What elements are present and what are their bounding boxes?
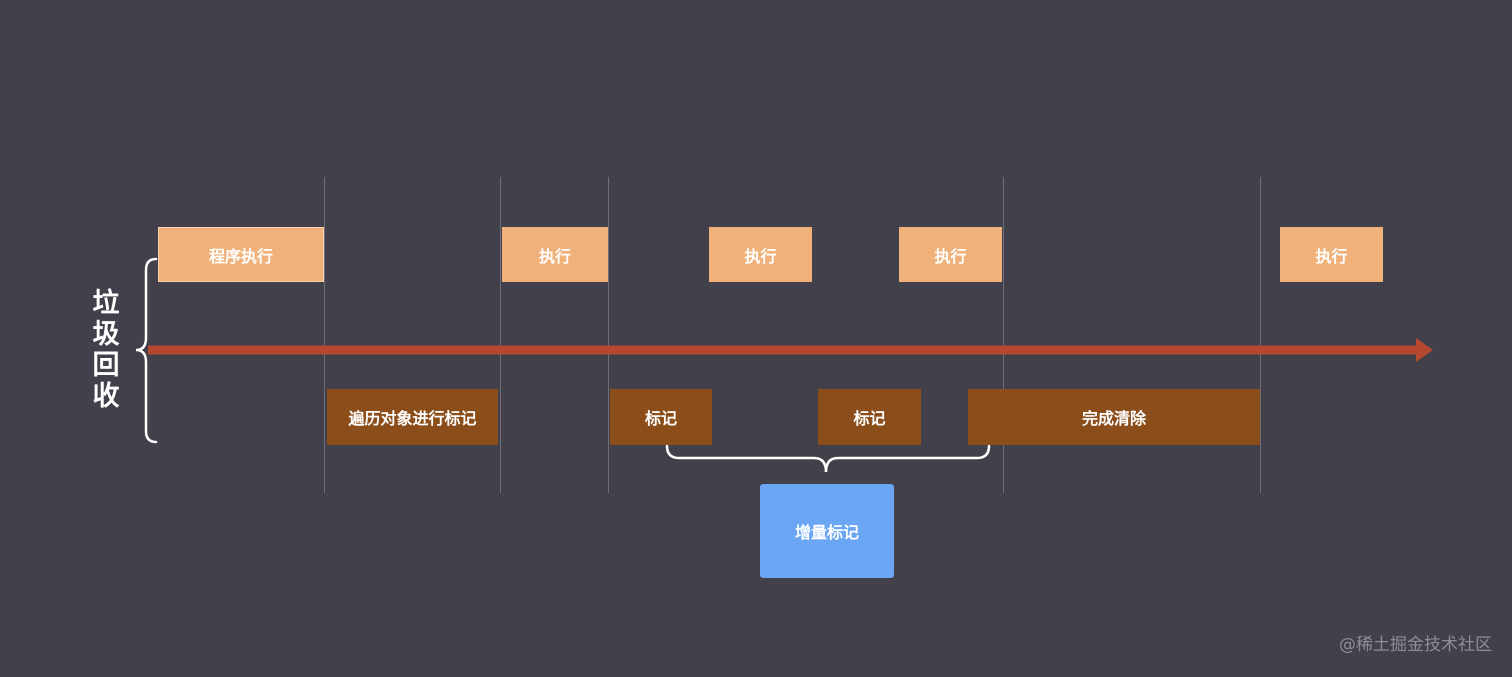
side-label-char: 垃	[92, 288, 120, 319]
timeline-arrow-head	[1416, 338, 1433, 362]
program-block-label: 执行	[538, 246, 571, 266]
program-block-label: 执行	[1315, 246, 1348, 266]
gc-block-label: 完成清除	[1081, 409, 1146, 428]
gc-block-label: 遍历对象进行标记	[348, 409, 477, 428]
side-label: 垃 圾 回 收	[86, 288, 126, 412]
program-block: 程序执行	[158, 227, 324, 282]
gc-block: 完成清除	[968, 389, 1260, 445]
phase-divider	[1260, 177, 1261, 493]
incremental-marking-box: 增量标记	[760, 484, 894, 578]
side-label-char: 圾	[92, 319, 120, 350]
left-brace	[135, 257, 158, 444]
gc-block-label: 标记	[853, 409, 886, 428]
gc-block: 标记	[610, 389, 712, 445]
gc-block-label: 标记	[644, 409, 677, 428]
phase-divider	[608, 177, 609, 493]
program-block-label: 程序执行	[208, 246, 273, 266]
side-label-char: 收	[92, 381, 120, 412]
gc-block: 标记	[818, 389, 921, 445]
incremental-marking-label: 增量标记	[794, 523, 859, 542]
program-block-label: 执行	[934, 246, 967, 266]
program-block: 执行	[502, 227, 608, 282]
gc-block: 遍历对象进行标记	[327, 389, 498, 445]
program-block: 执行	[899, 227, 1002, 282]
program-block: 执行	[709, 227, 812, 282]
phase-divider	[324, 177, 325, 493]
program-block: 执行	[1280, 227, 1383, 282]
program-block-label: 执行	[744, 246, 777, 266]
watermark: @稀土掘金技术社区	[1339, 635, 1492, 655]
incremental-brace	[665, 444, 991, 473]
side-label-char: 回	[92, 350, 120, 381]
phase-divider	[500, 177, 501, 493]
phase-divider	[1003, 177, 1004, 493]
